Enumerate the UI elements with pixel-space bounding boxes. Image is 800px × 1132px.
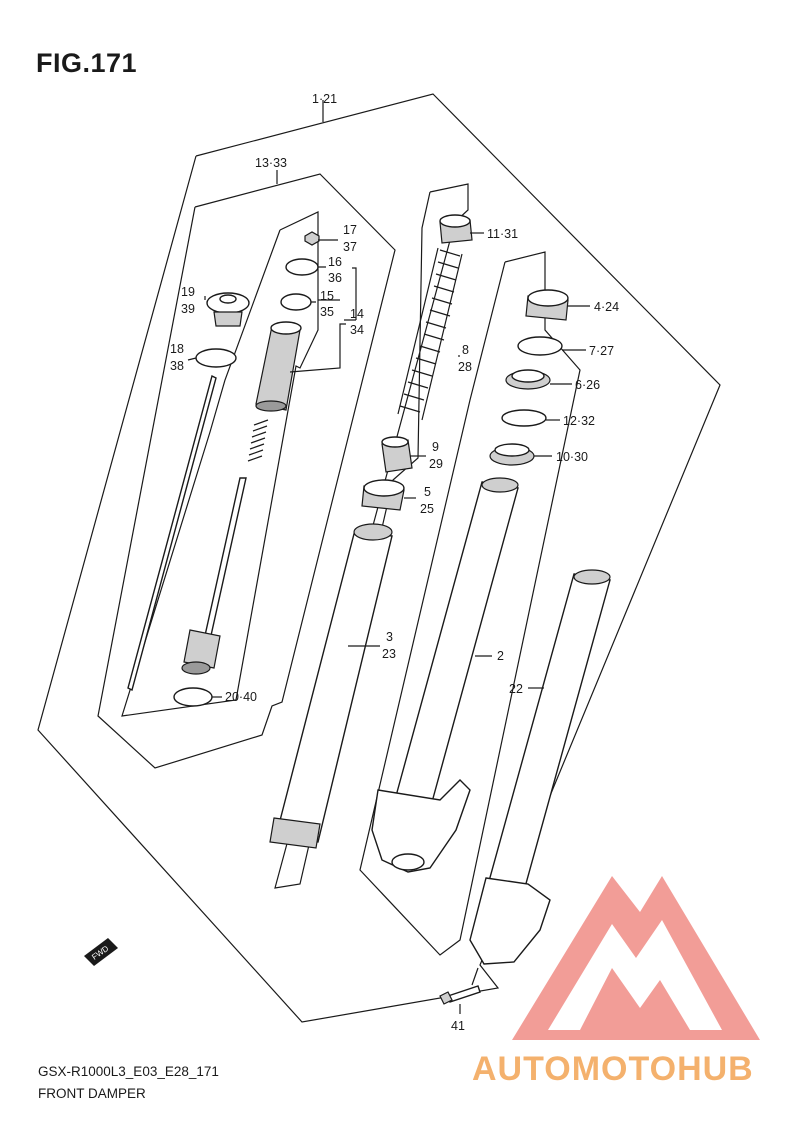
callout-37: 37	[343, 240, 357, 254]
part-18-ring	[195, 348, 237, 368]
callout-1-21: 1·21	[312, 92, 337, 106]
watermark-logo-icon	[512, 876, 760, 1040]
part-rebound-spring	[247, 419, 269, 462]
part-5-bushing	[361, 479, 405, 511]
callout-4-24: 4·24	[594, 300, 619, 314]
callout-8: 8	[462, 343, 469, 357]
callout-2: 2	[497, 649, 504, 663]
part-piston-assembly	[181, 629, 221, 675]
callout-38: 38	[170, 359, 184, 373]
part-20-ring	[173, 687, 213, 707]
part-19-fork-cap	[206, 292, 250, 327]
callout-16: 16	[328, 255, 342, 269]
callout-6-26: 6·26	[575, 378, 600, 392]
part-15-ring	[280, 293, 312, 311]
callout-25: 25	[420, 502, 434, 516]
callout-3: 3	[386, 630, 393, 644]
callout-39: 39	[181, 302, 195, 316]
part-8-fork-spring	[397, 247, 463, 421]
callout-28: 28	[458, 360, 472, 374]
part-2-fork-tube	[371, 477, 519, 873]
part-adjuster-rod	[127, 374, 217, 692]
fwd-badge-icon: FWD	[84, 938, 118, 966]
callout-23: 23	[382, 647, 396, 661]
model-code: GSX-R1000L3_E03_E28_171	[38, 1064, 219, 1079]
part-3-outer-tube	[269, 523, 393, 849]
part-12-circlip	[501, 409, 547, 427]
callout-11-31: 11·31	[487, 227, 518, 241]
callout-41: 41	[451, 1019, 465, 1033]
outer-assembly-boundary	[37, 93, 721, 1023]
part-4-bushing	[525, 289, 569, 321]
callout-13-33: 13·33	[255, 156, 287, 170]
callout-29: 29	[429, 457, 443, 471]
part-piston-rod	[203, 477, 247, 641]
part-11-cap-bolt	[439, 214, 473, 244]
part-41-bolt	[439, 985, 481, 1005]
callout-15: 15	[320, 289, 334, 303]
part-22-inner-tube	[469, 569, 611, 965]
cartridge-inner-boundary	[121, 211, 319, 717]
callout-5: 5	[424, 485, 431, 499]
callout-36: 36	[328, 271, 342, 285]
callout-17: 17	[343, 223, 357, 237]
part-9-spacer	[381, 436, 413, 473]
cartridge-assembly-boundary	[97, 173, 396, 769]
callout-10-30: 10·30	[556, 450, 588, 464]
callout-9: 9	[432, 440, 439, 454]
callout-14: 14	[350, 307, 364, 321]
callout-19: 19	[181, 285, 195, 299]
callout-20-40: 20·40	[225, 690, 257, 704]
figure-title: FIG.171	[36, 48, 138, 78]
part-14-damper-cylinder	[255, 321, 302, 412]
part-16-ring	[285, 258, 319, 276]
callout-7-27: 7·27	[589, 344, 614, 358]
outer-tube-boundary	[274, 183, 469, 889]
section-name: FRONT DAMPER	[38, 1086, 146, 1101]
bolt-guideline	[471, 967, 479, 986]
part-7-washer	[517, 336, 563, 356]
part-17-nut	[304, 231, 320, 246]
callout-35: 35	[320, 305, 334, 319]
callout-12-32: 12·32	[563, 414, 595, 428]
callout-22: 22	[509, 682, 523, 696]
inner-tube-boundary	[359, 251, 581, 956]
part-10-dust-seal	[489, 443, 535, 466]
part-6-oil-seal	[505, 369, 551, 390]
callout-34: 34	[350, 323, 364, 337]
watermark-brand-text: AUTOMOTOHUB	[472, 1050, 754, 1088]
callout-18: 18	[170, 342, 184, 356]
